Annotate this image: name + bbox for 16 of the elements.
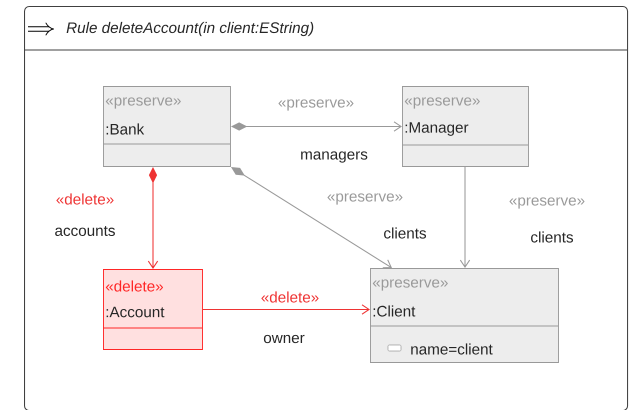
edge-label: «preserve» <box>508 196 586 210</box>
association-arrow <box>202 304 370 315</box>
edge-label: «delete» <box>54 192 116 206</box>
object-box: «delete» :Account <box>102 269 203 350</box>
object-box: «preserve» :Manager <box>402 86 529 167</box>
role-label: accounts <box>53 224 117 238</box>
attribute: name=client <box>411 343 493 355</box>
role-label: clients <box>529 230 575 244</box>
role-label: clients <box>382 226 428 240</box>
edge-label: «preserve» <box>276 98 356 112</box>
edge-label: «preserve» <box>326 192 404 206</box>
association-arrow <box>460 166 470 268</box>
object-box: «preserve» :Bank <box>102 86 231 167</box>
edge-label: «delete» <box>260 290 320 304</box>
role-label: managers <box>298 150 370 164</box>
role-label: owner <box>262 334 306 344</box>
